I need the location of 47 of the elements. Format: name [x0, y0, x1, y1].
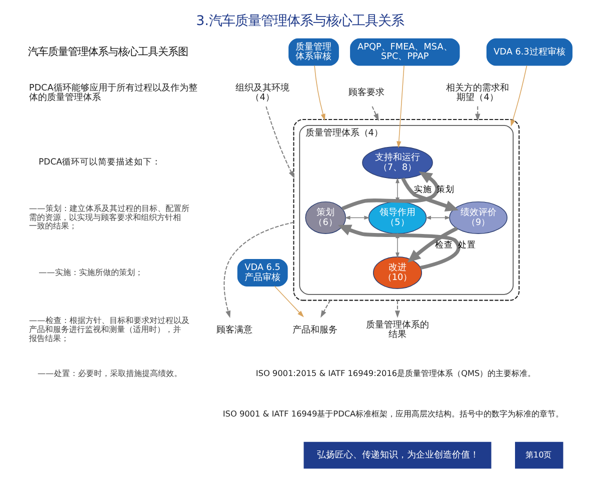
arrow: [274, 286, 304, 318]
node-ellipse: 支持和运行（7、8）: [362, 146, 433, 179]
node-box: VDA 6.5产品审核: [237, 259, 288, 286]
label: 第10页: [525, 449, 552, 460]
arrow: [338, 224, 460, 270]
label: ——检查：根据方针、目标和要求对过程以及产品和服务进行监视和测量（适用时），并报告结果；: [29, 315, 190, 343]
edge-label: 检查: [434, 240, 453, 251]
edge-label: 处置: [458, 240, 476, 251]
arrow: [425, 216, 451, 220]
node-ellipse: 领导作用（5）: [368, 201, 427, 234]
node-ellipse: 改进（10）: [373, 256, 422, 289]
node-box: VDA 6.3过程审核: [486, 38, 572, 66]
node-box: APQP、FMEA、MSA、SPC、PPAP: [350, 38, 460, 66]
node-text: 顾客要求: [348, 88, 384, 98]
label: ISO 9001:2015 & IATF 16949:2016是质量管理体系（QMS）的主要标准。: [256, 368, 536, 378]
label: ——处置：必要时，采取措施提高绩效。: [38, 368, 182, 378]
node-text: 产品和服务: [292, 325, 338, 336]
arrow: [224, 222, 294, 318]
label: ——实施：实施所做的策划；: [38, 266, 143, 277]
node-ellipse: 绩效评价（9）: [449, 201, 508, 234]
arrow: [394, 300, 400, 318]
label: PDCA循环能够应用于所有过程以及作为整体的质量管理体系: [29, 83, 198, 103]
arrow: [396, 65, 404, 148]
label: 汽车质量管理体系与核心工具关系图: [28, 46, 188, 58]
node-text: 组织及其环境（4）: [236, 83, 290, 103]
node-text: 相关方的需求和期望（4）: [446, 83, 510, 103]
edge-label: 策划: [436, 184, 454, 195]
arrow: [320, 300, 331, 318]
label: PDCA循环可以简要描述如下：: [38, 158, 162, 168]
arrow: [401, 178, 459, 212]
label: ——策划：建立体系及其过程的目标、配置所需的资源，以实现与顾客要求和组织方针相一致的结果；: [29, 202, 190, 231]
node-box: 质量管理体系审核: [288, 38, 339, 66]
node-text: 质量管理体系的结果: [366, 320, 429, 340]
label: 弘扬匠心、传递知识，为企业创造价值！: [317, 450, 480, 461]
node-text: 顾客满意: [216, 325, 252, 336]
diagram-title: 3.汽车质量管理体系与核心工具关系: [196, 14, 404, 30]
arrow: [372, 106, 379, 121]
arrow: [475, 106, 480, 122]
edge-label: 实施: [414, 184, 432, 195]
label: ISO 9001 & IATF 16949基于PDCA标准框架，应用高层次结构。括号中的数字为标准的章节。: [222, 408, 564, 419]
arrow: [341, 171, 439, 210]
arrow: [266, 106, 294, 178]
arrow: [510, 65, 528, 127]
node-ellipse: 策划（6）: [305, 201, 346, 234]
arrow: [314, 65, 326, 121]
arrow: [407, 226, 458, 263]
arrow: [344, 216, 370, 220]
